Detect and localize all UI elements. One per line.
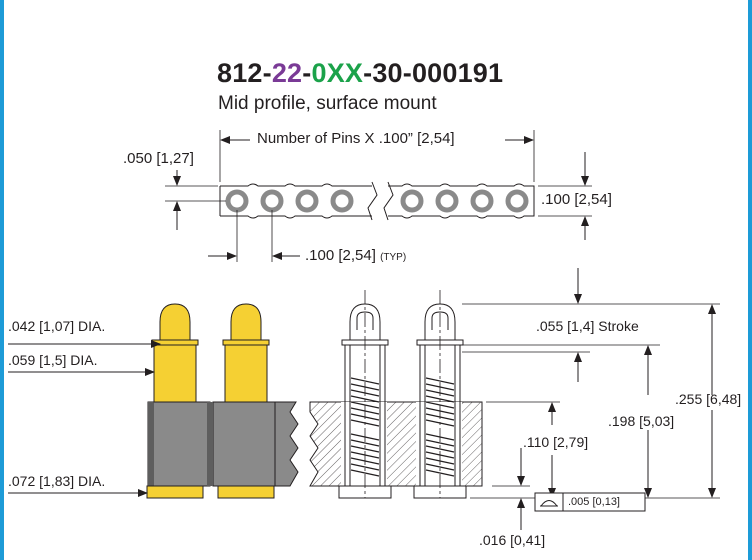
pin-circle <box>225 189 249 213</box>
dim-body-height: .110 [2,79] <box>523 434 589 450</box>
dim-pitch: .100 [2,54] (TYP) <box>305 248 406 266</box>
pin-circle <box>505 189 529 213</box>
profile-symbol <box>540 500 558 507</box>
yellow-pin-1 <box>146 303 204 499</box>
dim-stroke: .055 [1,4] Stroke <box>536 318 639 334</box>
dim-tail: .016 [0,41] <box>479 532 546 548</box>
housing-block-1 <box>147 401 211 487</box>
pin-circle <box>435 189 459 213</box>
strip-break-left <box>367 181 378 221</box>
top-view <box>165 130 592 262</box>
housing-break <box>274 401 299 487</box>
part-number-title: 812-22-0XX-30-000191 <box>217 58 503 89</box>
pin-circle <box>295 189 319 213</box>
pin-circle <box>400 189 424 213</box>
section-pin-2 <box>413 290 467 499</box>
dim-half-width: .050 [1,27] <box>123 150 194 167</box>
left-accent-bar <box>0 0 4 560</box>
section-view-right <box>309 268 720 530</box>
dim-pitch-value: .100 [2,54] <box>305 247 376 264</box>
strip-right-outline <box>388 183 535 219</box>
dim-plunger-dia: .059 [1,5] DIA. <box>8 352 98 368</box>
strip-break-right <box>383 181 394 221</box>
housing-block-2 <box>212 401 276 487</box>
subtitle: Mid profile, surface mount <box>218 93 437 114</box>
dim-base-dia: .072 [1,83] DIA. <box>8 473 106 489</box>
pin-circle <box>330 189 354 213</box>
part-number-segment-dash: - <box>302 58 312 88</box>
dim-strip-height: .100 [2,54] <box>541 191 612 208</box>
part-number-segment-rows: 0XX <box>311 58 364 88</box>
dim-tip-dia: .042 [1,07] DIA. <box>8 318 106 334</box>
dim-mid-height: .198 [5,03] <box>608 413 675 429</box>
dim-total-height: .255 [6,48] <box>675 391 742 407</box>
yellow-pin-2 <box>217 303 275 499</box>
side-view-left <box>8 303 299 499</box>
pin-circle <box>260 189 284 213</box>
dim-overall-width: Number of Pins X .100” [2,54] <box>257 130 455 147</box>
pin-circle <box>470 189 494 213</box>
part-number-segment-tail: -30-000191 <box>363 58 504 88</box>
right-accent-bar <box>748 0 752 560</box>
part-number-segment-1: 812- <box>217 58 272 88</box>
section-pin-1 <box>338 290 392 499</box>
part-number-segment-pins: 22 <box>271 58 303 88</box>
dim-flatness: .005 [0,13] <box>568 496 620 508</box>
dim-pitch-typ: (TYP) <box>380 252 407 263</box>
